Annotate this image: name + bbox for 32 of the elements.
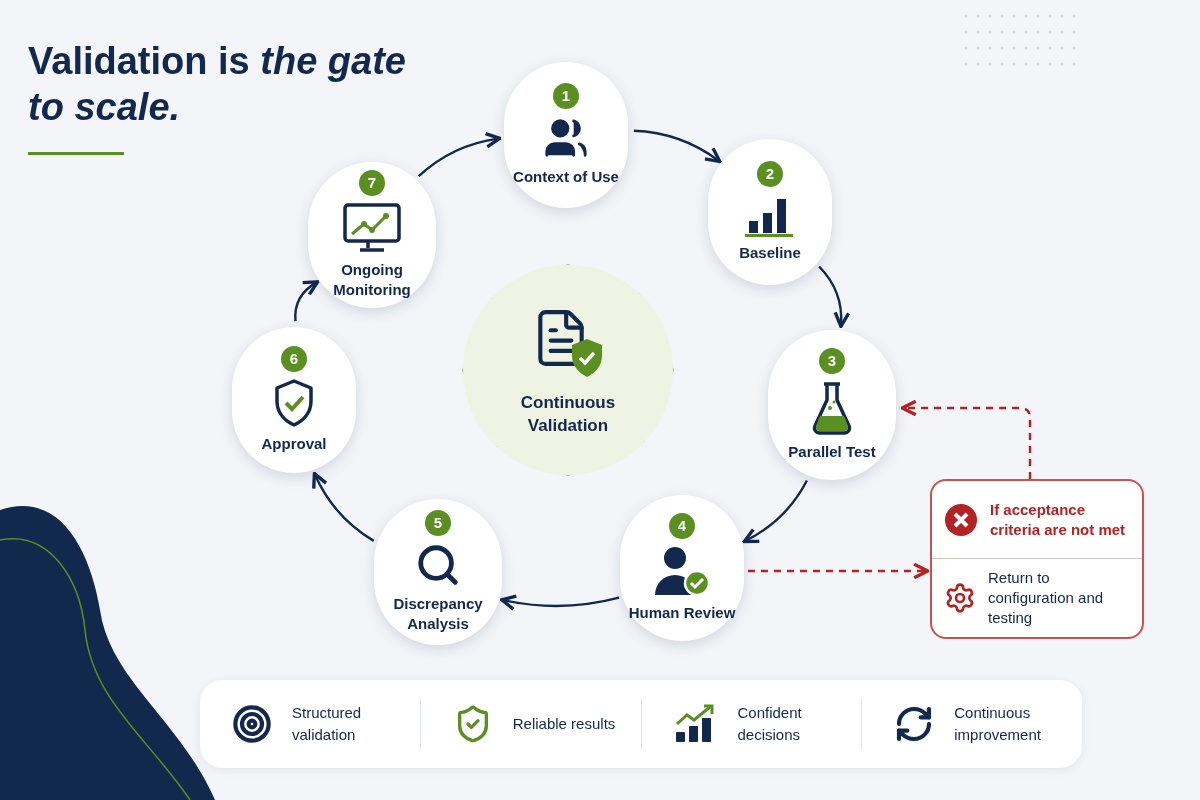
step-label: Context of Use: [512, 167, 620, 187]
step-label: Human Review: [627, 603, 737, 623]
step-number: 4: [669, 513, 695, 539]
arrow: [500, 594, 620, 611]
arrow: [747, 562, 930, 580]
arrow: [633, 129, 722, 164]
alert-card: [930, 479, 1144, 639]
step-label: Discrepancy Analysis: [392, 594, 484, 634]
step-label: Parallel Test: [787, 442, 877, 462]
action-text: Return to configuration and testing: [988, 568, 1105, 628]
step-number: 5: [425, 510, 451, 536]
title: Validation is the gate to scale.: [28, 39, 407, 130]
step-number: 6: [281, 346, 307, 372]
benefit-text: Structured validation: [292, 703, 363, 745]
arrow: [294, 280, 320, 322]
arrow: [900, 399, 1032, 479]
condition-text: If acceptance criteria are not met: [990, 499, 1127, 540]
step-label: Approval: [260, 434, 328, 454]
arrow: [417, 132, 502, 178]
arrow: [312, 471, 375, 542]
step-number: 2: [757, 161, 783, 187]
step-label: Baseline: [738, 243, 802, 263]
arrow: [818, 265, 850, 329]
benefit-text: Confident decisions: [737, 703, 803, 745]
step-number: 7: [359, 170, 385, 196]
step-number: 1: [553, 83, 579, 109]
benefit-text: Continuous improvement: [954, 703, 1042, 745]
center-label: Continuous Validation: [519, 392, 617, 437]
arrow: [742, 480, 808, 544]
benefit-text: Reliable results: [512, 714, 617, 734]
step-label: Ongoing Monitoring: [332, 260, 412, 300]
step-number: 3: [819, 348, 845, 374]
